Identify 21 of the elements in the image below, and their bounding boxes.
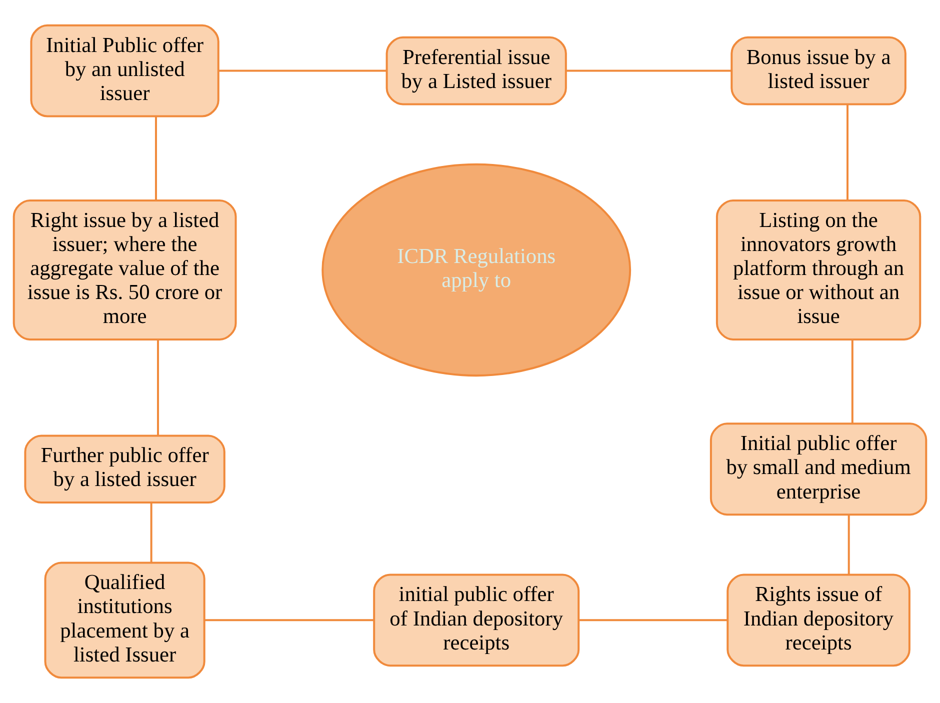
- node-box: Further public offer by a listed issuer: [24, 434, 226, 504]
- connector: [848, 514, 850, 575]
- node-box: Qualified institutions placement by a listed Issuer: [44, 562, 206, 679]
- node-box: Bonus issue by a listed issuer: [730, 36, 906, 106]
- connector: [204, 619, 374, 622]
- connector: [154, 116, 157, 200]
- node-box: initial public offer of Indian depository receipts: [373, 574, 580, 667]
- node-box: Listing on the innovators growth platform through an issue or without an issue: [716, 199, 922, 340]
- connector: [156, 339, 159, 436]
- connector: [578, 619, 728, 622]
- node-box: Right issue by a listed issuer; where the aggregate value of the issue is Rs. 50 crore or more: [12, 199, 237, 340]
- node-box: Initial Public offer by an unlisted issuer: [30, 24, 220, 118]
- connector: [218, 70, 386, 72]
- connector: [566, 70, 732, 72]
- node-box: Rights issue of Indian depository receipts: [726, 574, 910, 667]
- node-box: Preferential issue by a Listed issuer: [386, 36, 567, 106]
- connector: [150, 502, 152, 563]
- node-ellipse: ICDR Regulations apply to: [322, 163, 632, 377]
- connector: [846, 104, 849, 200]
- connector: [851, 340, 854, 424]
- node-box: Initial public offer by small and medium enterprise: [710, 422, 928, 516]
